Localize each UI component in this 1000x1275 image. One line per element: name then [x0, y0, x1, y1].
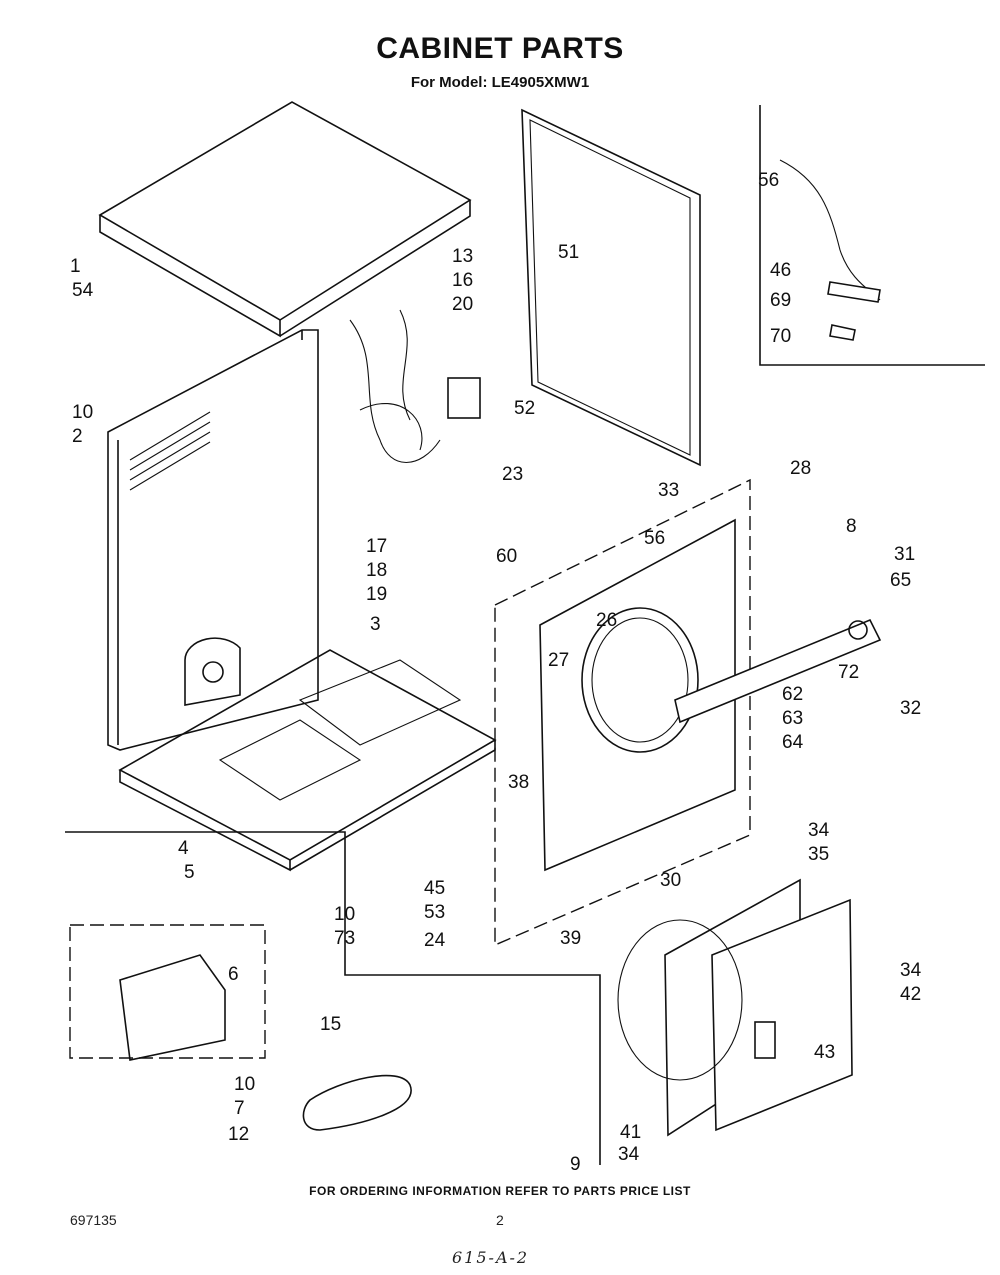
callout-41: 41	[620, 1122, 641, 1143]
callout-2: 2	[72, 426, 83, 447]
callout-13: 13	[452, 246, 473, 267]
callout-33: 33	[658, 480, 679, 501]
base-part	[118, 649, 497, 872]
callout-5: 5	[184, 862, 195, 883]
drive-belt-part	[302, 1074, 412, 1131]
callout-73: 73	[334, 928, 355, 949]
callout-23: 23	[502, 464, 523, 485]
control-console-part	[674, 618, 882, 724]
power-cord-kit-box	[759, 105, 985, 366]
callout-17: 17	[366, 536, 387, 557]
terminal-block-part	[447, 377, 481, 419]
callout-10-b: 10	[334, 904, 355, 925]
handwritten-note: 615-A-2	[452, 1248, 530, 1267]
callout-56-b: 56	[644, 528, 665, 549]
callout-7: 7	[234, 1098, 245, 1119]
callout-34: 34	[808, 820, 830, 841]
top-panel-part	[98, 101, 472, 338]
callout-27: 27	[548, 650, 569, 671]
callout-51: 51	[558, 242, 579, 263]
wire-harness-part	[349, 309, 441, 464]
callout-62: 62	[782, 684, 803, 705]
ordering-note: FOR ORDERING INFORMATION REFER TO PARTS …	[309, 1184, 691, 1198]
callout-53: 53	[424, 902, 445, 923]
document-number: 697135	[70, 1212, 117, 1228]
page-number: 2	[496, 1212, 504, 1228]
callout-35: 35	[808, 844, 829, 865]
callout-12: 12	[228, 1124, 249, 1145]
callout-46: 46	[770, 260, 791, 281]
callout-69: 69	[770, 290, 791, 311]
callout-72: 72	[838, 662, 859, 683]
door-assembly-part	[617, 878, 853, 1137]
callout-15: 15	[320, 1014, 341, 1035]
callout-9: 9	[570, 1154, 581, 1175]
callout-10-c: 10	[234, 1074, 255, 1095]
callout-42: 42	[900, 984, 921, 1005]
callout-31: 31	[894, 544, 915, 565]
callout-65: 65	[890, 570, 911, 591]
front-panel-part	[494, 478, 751, 947]
callout-3: 3	[370, 614, 381, 635]
side-panel-part	[107, 329, 319, 751]
callout-43: 43	[814, 1042, 835, 1063]
callout-63: 63	[782, 708, 803, 729]
callout-26: 26	[596, 610, 617, 631]
callout-labels: 1 54 10 2 13 16 20 51 56 46 69 70 52 23 …	[70, 170, 922, 1175]
callout-34-b: 34	[900, 960, 922, 981]
rear-panel-part	[521, 108, 701, 467]
callout-16: 16	[452, 270, 473, 291]
motor-section-outline	[65, 831, 601, 1165]
callout-52: 52	[514, 398, 535, 419]
callout-60: 60	[496, 546, 517, 567]
page-title: CABINET PARTS	[376, 32, 624, 65]
callout-19: 19	[366, 584, 387, 605]
callout-8: 8	[846, 516, 857, 537]
callout-45: 45	[424, 878, 445, 899]
callout-38: 38	[508, 772, 529, 793]
callout-1: 1	[70, 256, 81, 277]
callout-10: 10	[72, 402, 93, 423]
callout-70: 70	[770, 326, 791, 347]
callout-4: 4	[178, 838, 189, 859]
callout-28: 28	[790, 458, 811, 479]
callout-24: 24	[424, 930, 446, 951]
callout-30: 30	[660, 870, 681, 891]
callout-34-c: 34	[618, 1144, 640, 1165]
callout-18: 18	[366, 560, 387, 581]
callout-39: 39	[560, 928, 581, 949]
model-subtitle: For Model: LE4905XMW1	[410, 74, 590, 91]
callout-54: 54	[72, 280, 94, 301]
callout-6: 6	[228, 964, 239, 985]
callout-32: 32	[900, 698, 921, 719]
callout-20: 20	[452, 294, 473, 315]
callout-56: 56	[758, 170, 779, 191]
callout-64: 64	[782, 732, 804, 753]
